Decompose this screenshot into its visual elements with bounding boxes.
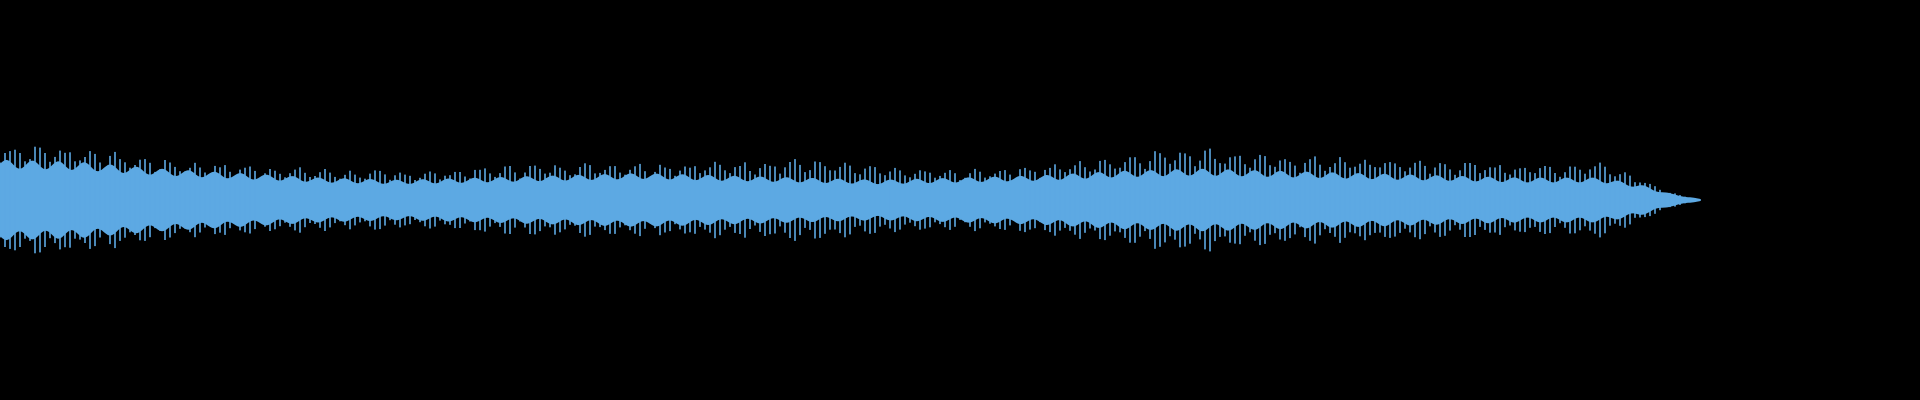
waveform-peaks	[0, 146, 1701, 254]
